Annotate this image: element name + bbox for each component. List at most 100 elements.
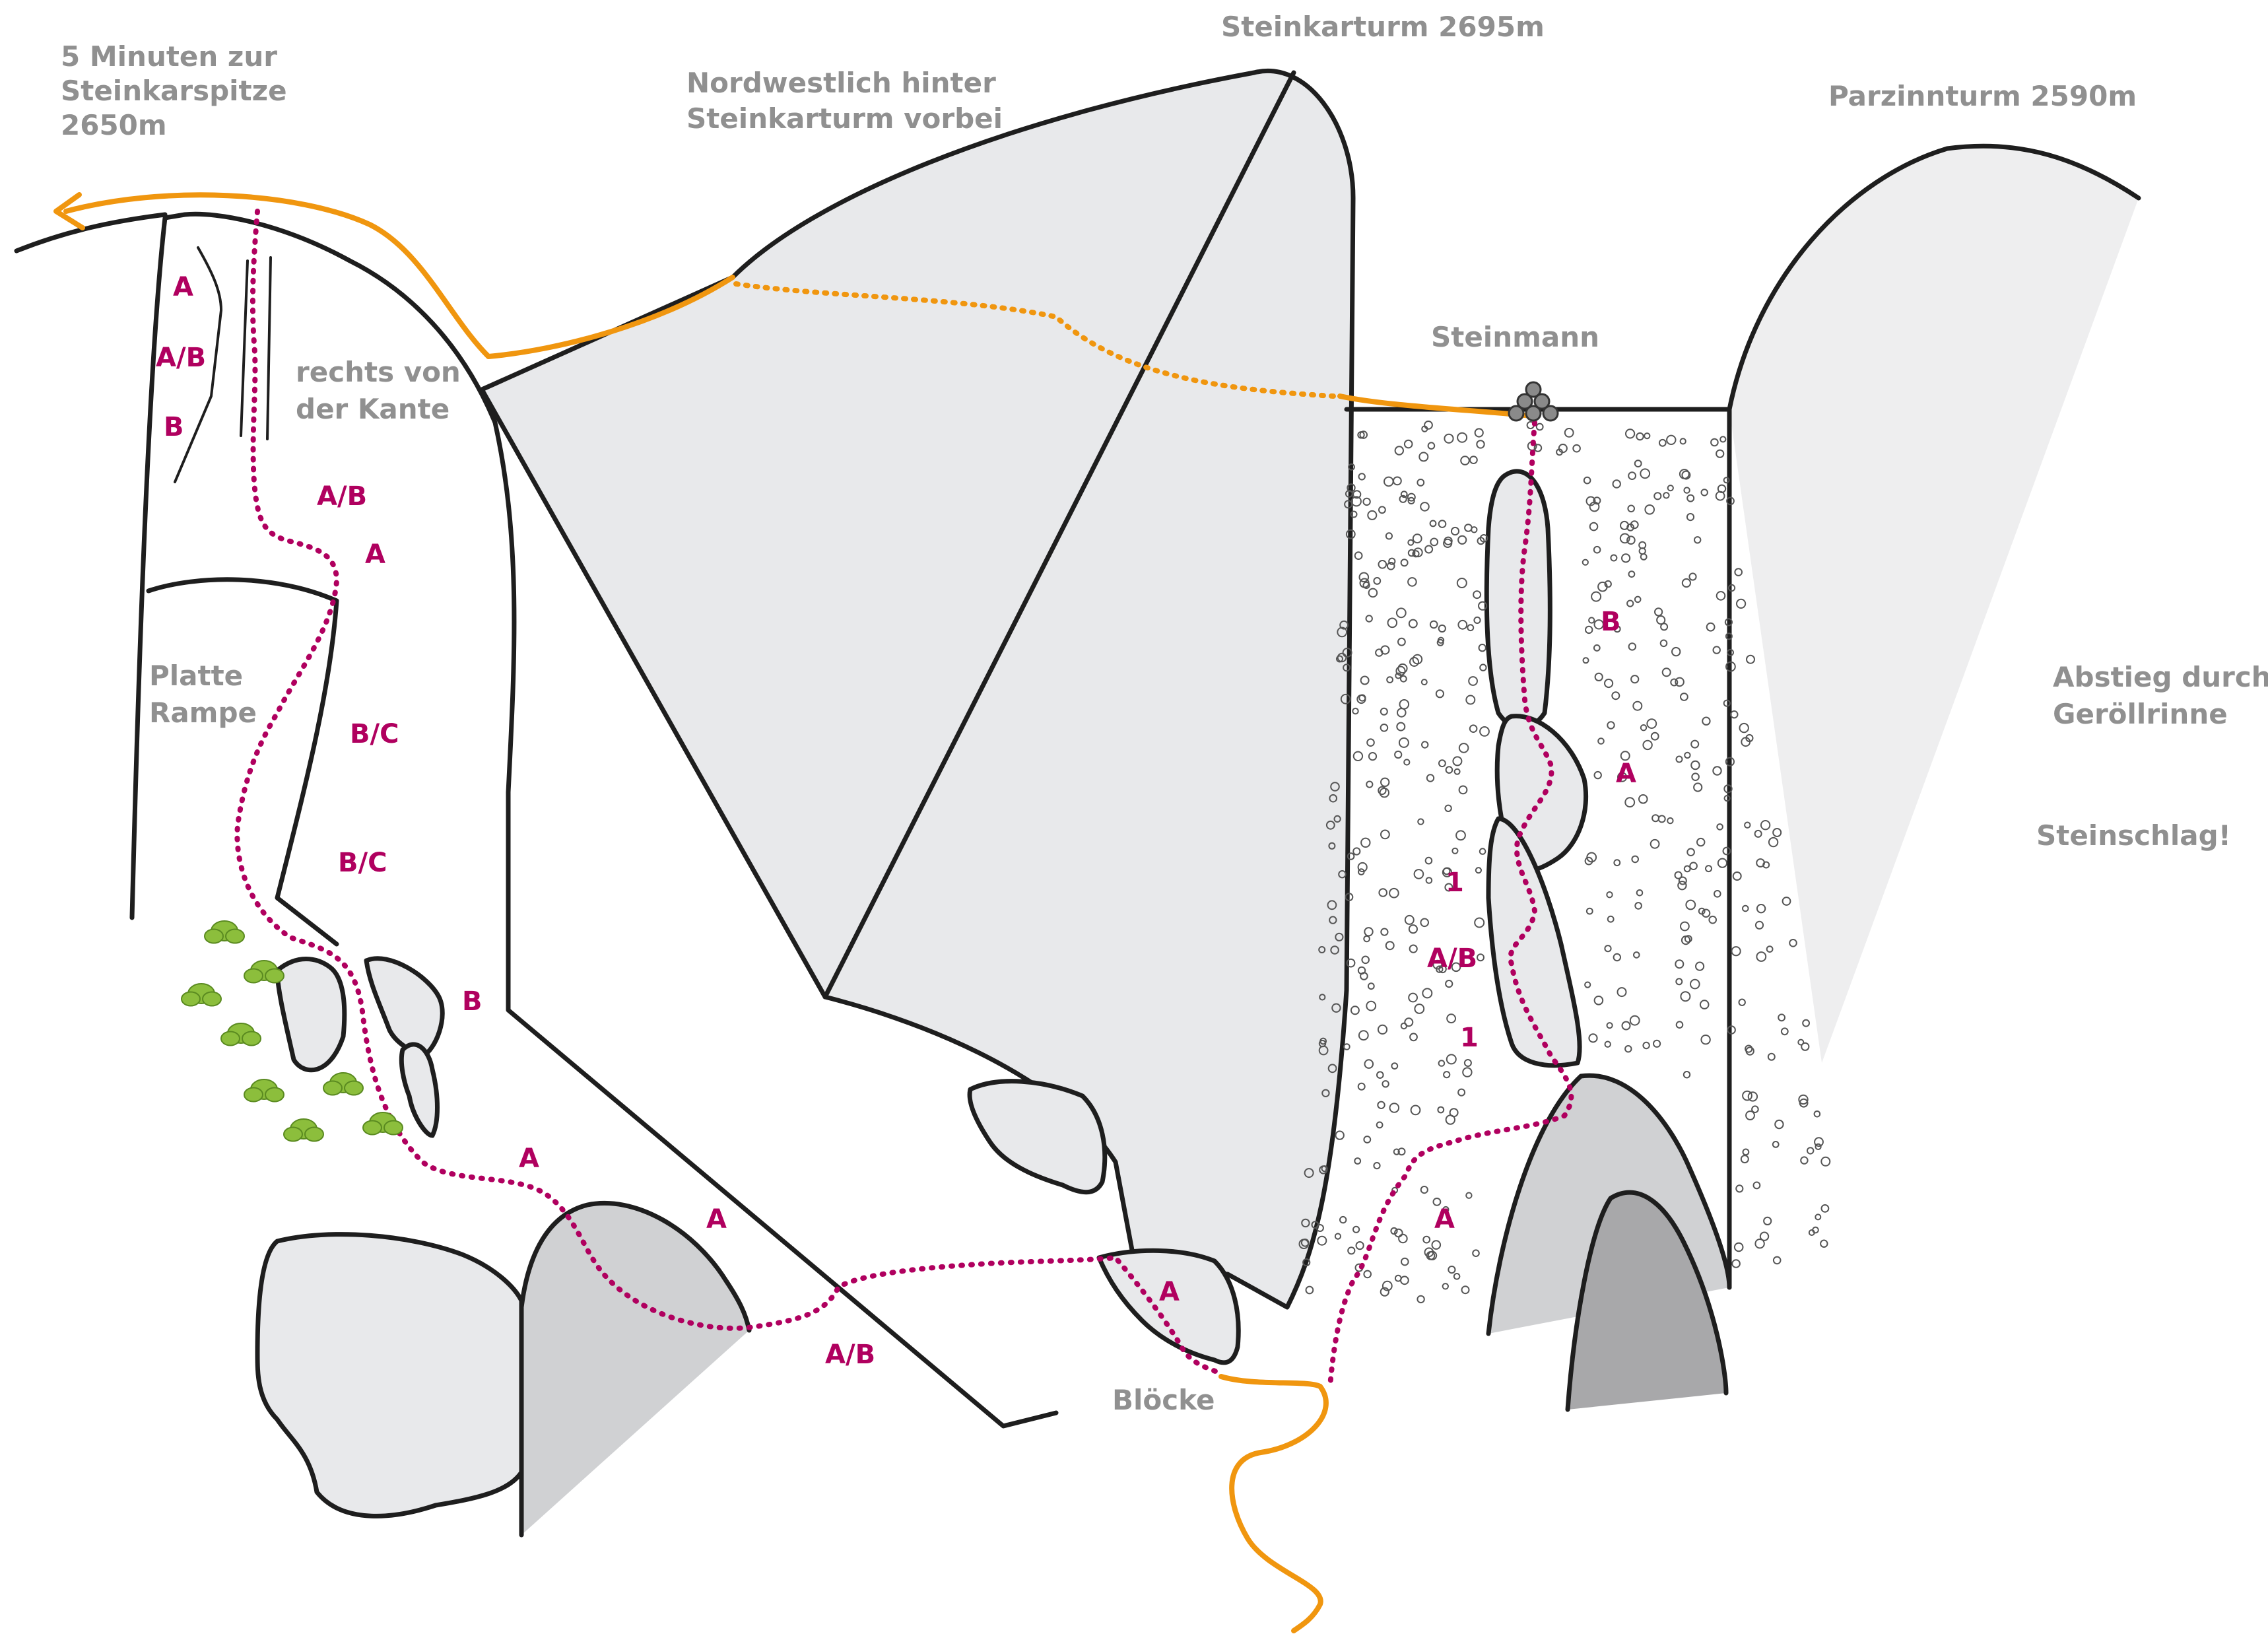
scree-pebble	[1427, 442, 1436, 450]
scree-pebble	[1457, 619, 1468, 630]
scree-pebble	[1437, 1106, 1445, 1114]
scree-pebble	[1438, 520, 1447, 528]
scree-pebble	[1413, 869, 1424, 879]
scree-pebble	[1386, 562, 1395, 570]
scree-pebble	[1337, 652, 1347, 663]
scree-pebble	[1690, 978, 1700, 990]
scree-pebble	[1421, 741, 1429, 749]
scree-pebble	[1644, 504, 1655, 515]
scree-pebble	[1430, 537, 1439, 547]
scree-pebble	[1397, 637, 1406, 646]
scree-pebble	[1677, 881, 1687, 891]
scree-pebble	[1409, 944, 1418, 953]
scree-pebble	[1756, 951, 1767, 962]
scree-pebble	[1458, 743, 1469, 753]
scree-pebble	[1344, 500, 1353, 509]
scree-pebble	[1396, 722, 1406, 732]
scree-pebble	[1334, 1233, 1342, 1240]
scree-pebble	[1693, 782, 1703, 792]
gully-boulder-outer-outline	[1486, 1073, 1732, 1336]
scree-pebble	[1342, 648, 1352, 658]
scree-pebble	[1380, 724, 1389, 732]
scree-pebble	[1716, 591, 1726, 601]
scree-pebble	[1658, 438, 1667, 447]
scree-pebble	[1350, 1005, 1360, 1015]
scree-pebble	[1813, 1110, 1821, 1118]
scree-pebble	[1363, 1270, 1372, 1279]
base-block-left	[967, 1079, 1108, 1195]
scree-pebble	[1478, 601, 1488, 611]
scree-pebble	[1640, 468, 1651, 479]
scree-pebble	[1363, 935, 1370, 943]
scree-pebble	[1736, 598, 1747, 609]
scree-pebble	[1404, 1017, 1414, 1027]
scree-pebble	[1457, 432, 1468, 443]
scree-pebble	[1690, 760, 1700, 770]
scree-pebble	[1688, 572, 1697, 581]
scree-pebble	[1727, 584, 1736, 592]
scree-pebble	[1663, 492, 1670, 499]
scree-pebble	[1360, 972, 1368, 980]
scree-pebble	[1680, 693, 1688, 701]
parzinnturm-face	[1729, 146, 2139, 1063]
scree-pebble	[1403, 759, 1411, 766]
scree-pebble	[1321, 1089, 1330, 1098]
scree-pebble	[1629, 1015, 1640, 1026]
route-gully	[1327, 420, 1574, 1389]
grade-gully-1a: 1	[1446, 868, 1464, 898]
scree-pebble	[1395, 607, 1407, 619]
scree-pebble	[1408, 619, 1418, 629]
grade-left-ab1: A/B	[156, 343, 206, 373]
scree-pebble	[1380, 707, 1388, 716]
scree-pebble	[1589, 522, 1599, 531]
scree-pebble	[1394, 750, 1403, 759]
scree-pebble	[1584, 856, 1593, 866]
scree-pebble	[1339, 1215, 1347, 1224]
cairn-icon	[1508, 381, 1559, 422]
scree-pebble	[1698, 907, 1706, 915]
scree-pebble	[1746, 654, 1755, 664]
scree-pebble	[1393, 476, 1402, 486]
grade-gully-a2: A	[1434, 1204, 1455, 1235]
scree-pebble	[1420, 679, 1428, 686]
scree-pebble	[1362, 497, 1371, 506]
scree-pebble	[1429, 620, 1438, 629]
scree-pebble	[1619, 533, 1630, 544]
scree-pebble	[1444, 804, 1452, 813]
scree-pebble	[1752, 1181, 1761, 1190]
scree-pebble	[1380, 777, 1390, 788]
scree-pebble	[1302, 1258, 1311, 1267]
label-parzinnturm: Parzinnturm 2590m	[1828, 80, 2137, 112]
scree-pebble	[1735, 1184, 1744, 1193]
scree-pebble	[1400, 559, 1409, 567]
scree-pebble	[1325, 820, 1335, 830]
scree-pebble	[1477, 953, 1484, 962]
scree-pebble	[1473, 590, 1482, 599]
scree-pebble	[1759, 1231, 1770, 1241]
scree-pebble	[1798, 1094, 1809, 1105]
scree-pebble	[1343, 664, 1351, 672]
scree-pebble	[1420, 918, 1429, 928]
scree-pebble	[1442, 1283, 1450, 1290]
scree-pebble	[1352, 751, 1364, 762]
grade-left-a1: A	[173, 272, 193, 302]
scree-pebble	[1425, 877, 1433, 884]
scree-pebble	[1725, 757, 1735, 767]
scree-pebble	[1382, 1280, 1393, 1291]
scree-pebble	[1612, 479, 1621, 489]
scree-pebble	[1328, 842, 1336, 850]
scree-pebble	[1610, 554, 1618, 562]
scree-pebble	[1812, 1226, 1819, 1234]
scree-pebble	[1678, 876, 1687, 885]
gully-rock-3	[1486, 816, 1582, 1068]
scree-pebble	[1335, 932, 1344, 941]
scree-pebble	[1754, 920, 1764, 930]
scree-pebble	[1343, 1043, 1351, 1050]
scree-pebble	[1429, 520, 1437, 528]
scree-pebble	[1329, 916, 1337, 924]
scree-pebble	[1701, 908, 1711, 918]
scree-pebble	[1680, 991, 1691, 1002]
label-steinkarspitze: 5 Minuten zur Steinkarspitze 2650m	[61, 40, 296, 141]
scree-pebble	[1626, 523, 1635, 531]
scree-pebble	[1358, 1030, 1369, 1041]
